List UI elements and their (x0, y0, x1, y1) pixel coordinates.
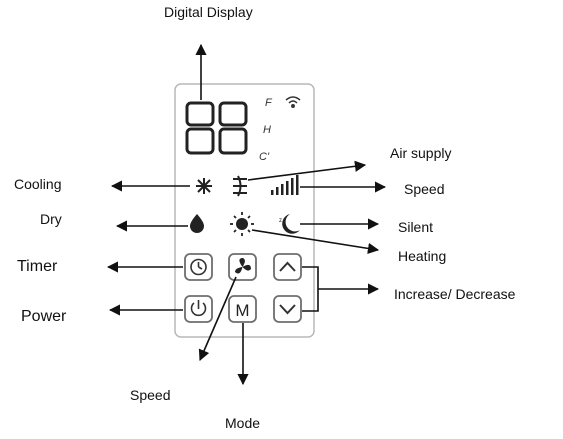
water-drop-icon (190, 214, 204, 233)
unit-f-label: F (265, 97, 273, 109)
moon-icon: z (279, 214, 300, 234)
label-digital-display: Digital Display (164, 4, 253, 20)
label-cooling: Cooling (14, 176, 62, 192)
mode-m-icon: M (235, 301, 249, 320)
power-button[interactable] (184, 295, 213, 323)
arrow-air-supply (247, 160, 367, 181)
label-power: Power (21, 308, 67, 325)
chevron-up-icon (279, 261, 296, 272)
label-mode: Mode (225, 415, 261, 431)
unit-c-label: C' (259, 151, 270, 163)
label-timer: Timer (17, 258, 58, 275)
decrease-button[interactable] (273, 295, 302, 323)
label-increase-decrease: Increase/ Decrease (394, 286, 516, 302)
timer-button[interactable] (184, 253, 213, 281)
sun-icon (230, 212, 254, 236)
label-dry: Dry (40, 211, 62, 227)
svg-text:z: z (279, 218, 282, 224)
arrow-heating (251, 229, 380, 254)
label-silent: Silent (398, 219, 434, 235)
snowflake-icon (196, 178, 212, 194)
label-speed-bottom: Speed (130, 387, 171, 403)
fan-speed-button[interactable] (228, 253, 257, 281)
increase-button[interactable] (273, 253, 302, 281)
label-air-supply: Air supply (390, 145, 452, 161)
mode-button[interactable]: M (228, 295, 257, 323)
signal-bars-icon (271, 175, 299, 195)
power-icon (190, 300, 207, 317)
label-heating: Heating (398, 248, 447, 264)
unit-h-label: H (263, 124, 271, 136)
label-speed-right: Speed (404, 181, 445, 197)
wifi-icon (285, 96, 301, 108)
arrow-speed-bottom (198, 276, 237, 362)
digital-display-digits (185, 101, 248, 155)
chevron-down-icon (279, 304, 296, 315)
fan-icon (235, 258, 251, 274)
clock-icon (190, 258, 207, 276)
fan-wind-icon (233, 175, 247, 197)
